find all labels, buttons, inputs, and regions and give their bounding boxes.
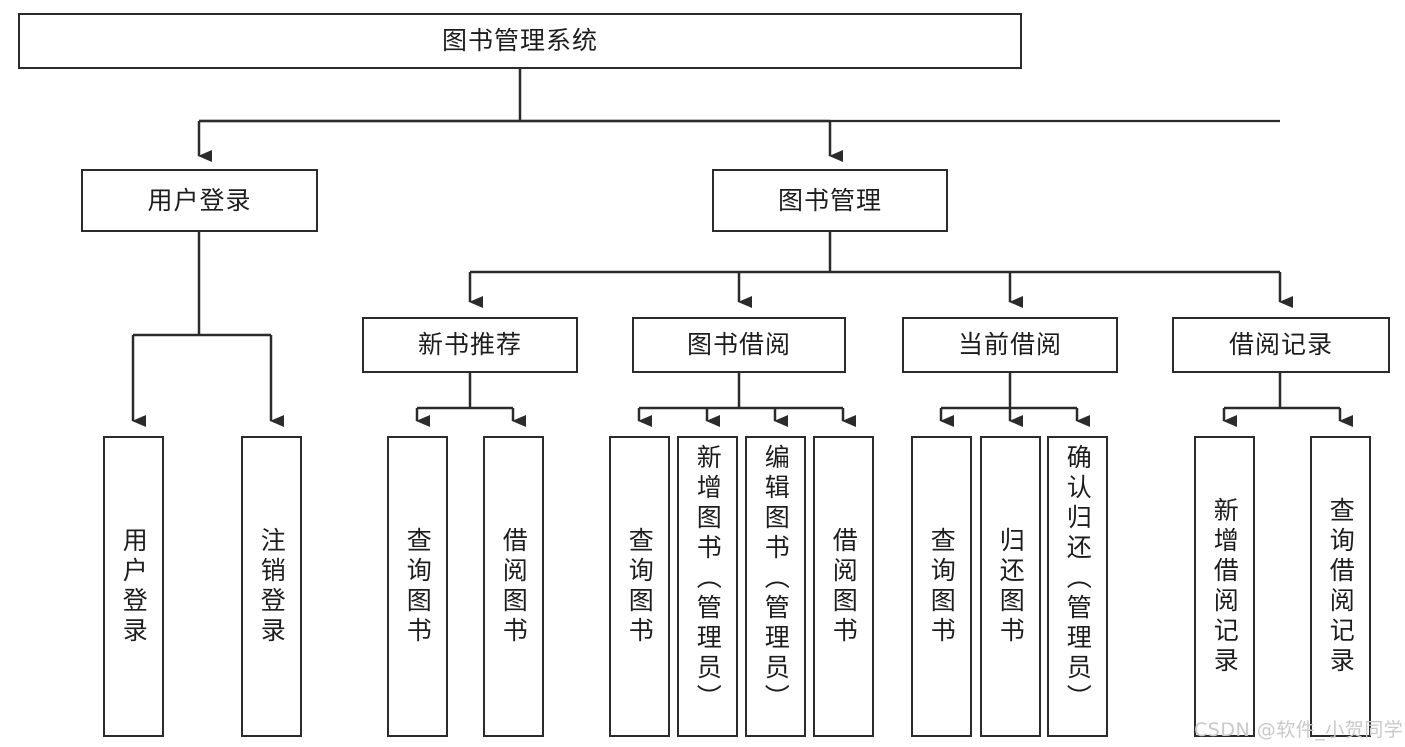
leaf-borrow-book-1-label: 借阅图书 [499,526,529,647]
leaf-add-record[interactable]: 新增借阅记录 [1194,436,1255,737]
leaf-confirm-return[interactable]: 确认归还（管理员） [1047,436,1108,737]
node-current-borrow-label: 当前借阅 [957,330,1062,360]
leaf-user-login[interactable]: 用户登录 [103,436,164,737]
node-borrow-record-label: 借阅记录 [1228,330,1333,360]
leaf-add-record-label: 新增借阅记录 [1210,496,1240,677]
node-book-manage-label: 图书管理 [777,185,882,215]
leaf-borrow-book-2-label: 借阅图书 [829,526,859,647]
node-root[interactable]: 图书管理系统 [18,13,1022,69]
leaf-query-book-2[interactable]: 查询图书 [609,436,670,737]
leaf-logout-login[interactable]: 注销登录 [241,436,302,737]
node-user-login-label: 用户登录 [147,185,252,215]
leaf-query-book-3[interactable]: 查询图书 [911,436,972,737]
leaf-query-book-1-label: 查询图书 [403,526,433,647]
leaf-query-record[interactable]: 查询借阅记录 [1310,436,1371,737]
leaf-borrow-book-2[interactable]: 借阅图书 [813,436,874,737]
node-root-label: 图书管理系统 [441,26,598,56]
node-book-manage[interactable]: 图书管理 [712,169,948,232]
leaf-user-login-label: 用户登录 [119,526,149,647]
node-new-book-recommend[interactable]: 新书推荐 [362,317,578,373]
leaf-return-book[interactable]: 归还图书 [980,436,1041,737]
leaf-add-book[interactable]: 新增图书（管理员） [677,436,738,737]
leaf-edit-book-label: 编辑图书（管理员） [761,444,791,714]
leaf-query-book-2-label: 查询图书 [625,526,655,647]
node-user-login[interactable]: 用户登录 [81,169,318,232]
leaf-return-book-label: 归还图书 [996,526,1026,647]
leaf-query-book-3-label: 查询图书 [927,526,957,647]
leaf-borrow-book-1[interactable]: 借阅图书 [483,436,544,737]
leaf-edit-book[interactable]: 编辑图书（管理员） [745,436,806,737]
node-book-borrow-label: 图书借阅 [686,330,791,360]
node-current-borrow[interactable]: 当前借阅 [902,317,1118,373]
leaf-query-record-label: 查询借阅记录 [1326,496,1356,677]
leaf-confirm-return-label: 确认归还（管理员） [1063,444,1093,714]
node-new-book-recommend-label: 新书推荐 [417,330,522,360]
leaf-logout-login-label: 注销登录 [257,526,287,647]
leaf-add-book-label: 新增图书（管理员） [693,444,723,714]
node-book-borrow[interactable]: 图书借阅 [632,317,846,373]
csdn-watermark: CSDN @软件_小贺同学 [1194,719,1404,741]
leaf-query-book-1[interactable]: 查询图书 [387,436,448,737]
node-borrow-record[interactable]: 借阅记录 [1172,317,1390,373]
